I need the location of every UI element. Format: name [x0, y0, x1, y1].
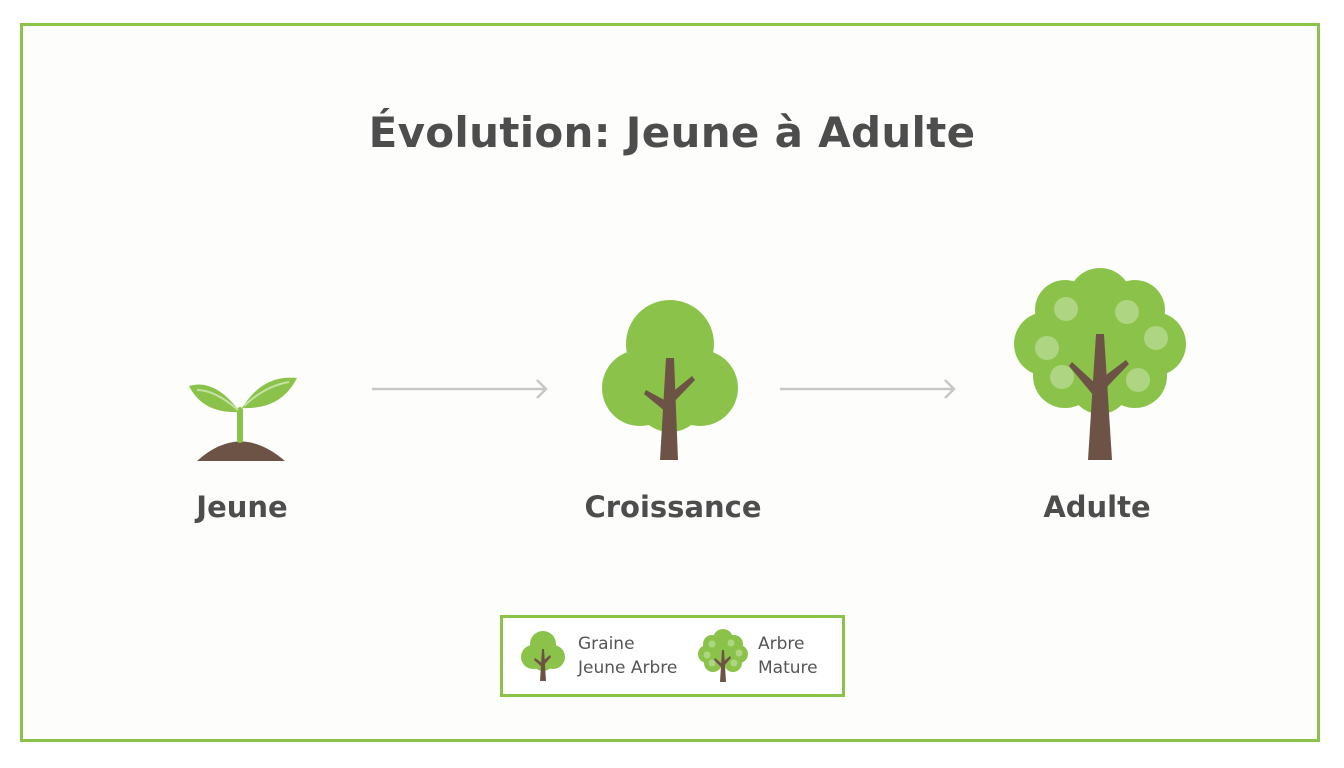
- diagram-title: Évolution: Jeune à Adulte: [368, 108, 976, 157]
- seedling-icon: [189, 377, 297, 461]
- mature-tree-icon: [1014, 268, 1186, 460]
- legend-item-young: Graine Jeune Arbre: [578, 632, 677, 680]
- legend-label: Arbre: [758, 634, 805, 654]
- young-tree-icon: [521, 631, 565, 681]
- stage-label-adulte: Adulte: [1043, 490, 1151, 524]
- legend-label: Jeune Arbre: [578, 658, 678, 678]
- mature-tree-icon: [698, 629, 748, 682]
- stage-label-jeune: Jeune: [196, 490, 288, 524]
- legend-item-mature: Arbre Mature: [758, 632, 818, 680]
- stage-label-croissance: Croissance: [584, 490, 762, 524]
- arrow-icon: [780, 379, 956, 399]
- legend-label: Graine: [578, 634, 635, 654]
- legend-label: Mature: [758, 658, 818, 678]
- arrow-icon: [372, 379, 548, 399]
- legend: Graine Jeune Arbre Arbre Mature: [500, 615, 845, 697]
- young-tree-icon: [602, 300, 738, 460]
